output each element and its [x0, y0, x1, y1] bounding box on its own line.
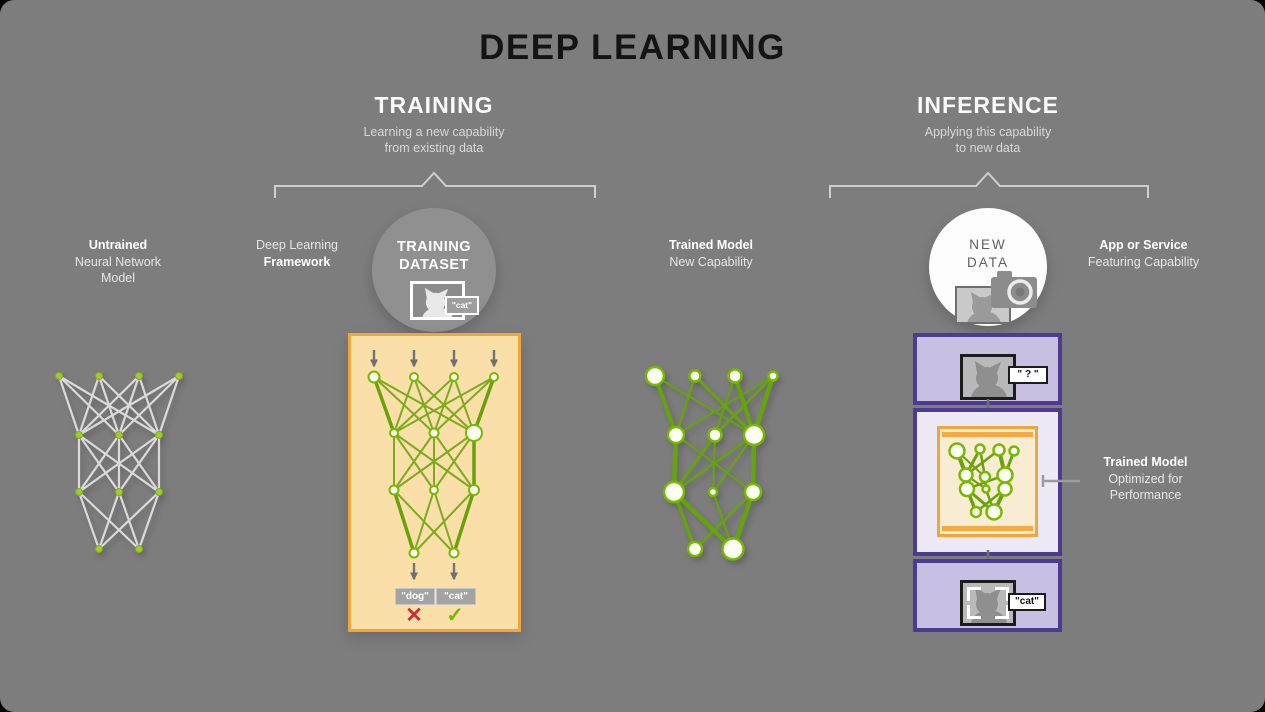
training-subtitle-line1: Learning a new capability [363, 125, 505, 139]
optimized-framework-frame [937, 426, 1038, 537]
cross-icon: ✕ [405, 604, 423, 627]
training-section-header: TRAINING Learning a new capability from … [274, 92, 594, 156]
output-cat-chip: "cat" [436, 588, 476, 605]
trained-model-label: Trained Model New Capability [626, 237, 796, 270]
optimized-model-line2: Optimized for [1108, 471, 1183, 486]
training-dataset-circle: TRAINING DATASET "cat" [372, 208, 496, 332]
check-icon: ✓ [446, 604, 464, 627]
dataset-sample-tag: "cat" [445, 296, 479, 315]
optimized-model-line1: Trained Model [1103, 455, 1188, 469]
inference-section-header: INFERENCE Applying this capability to ne… [828, 92, 1148, 156]
training-network-graphic [367, 350, 499, 581]
inference-input-box: " ? " [913, 333, 1062, 405]
optimized-network-graphic [948, 442, 1020, 521]
result-cat-tag: "cat" [1008, 593, 1046, 611]
framework-box: "dog" "cat" ✕ ✓ [348, 333, 521, 632]
inference-subtitle-line1: Applying this capability [924, 125, 1052, 139]
framework-label: Deep Learning Framework [212, 237, 382, 270]
cat-silhouette-icon [963, 357, 1013, 397]
untrained-model-line2: Neural Network [74, 254, 162, 269]
training-bracket [274, 171, 596, 198]
inference-bracket [829, 171, 1149, 198]
new-data-circle: NEW DATA [929, 208, 1047, 326]
untrained-model-line3: Model [100, 271, 136, 285]
inference-subtitle-line2: to new data [955, 141, 1021, 155]
camera-icon [991, 271, 1037, 308]
trained-model-line1: Trained Model [668, 238, 754, 252]
inference-heading: INFERENCE [917, 92, 1059, 118]
inference-output-box: "cat" [913, 559, 1062, 632]
training-dataset-line2: DATASET [399, 257, 469, 273]
cat-photo-icon [960, 354, 1016, 400]
frame-top-bar [942, 432, 1033, 437]
optimized-model-label: Trained Model Optimized for Performance [1058, 454, 1233, 504]
new-data-line1: NEW [969, 237, 1007, 252]
frame-bottom-bar [942, 526, 1033, 531]
untrained-model-line1: Untrained [88, 238, 148, 252]
output-dog-chip: "dog" [395, 588, 435, 605]
app-service-line2: Featuring Capability [1087, 254, 1200, 269]
focus-corner-icon [967, 605, 981, 619]
cat-photo-focus-icon [960, 580, 1016, 626]
app-service-line1: App or Service [1099, 238, 1188, 252]
cat-silhouette-icon [967, 292, 1001, 322]
framework-line2: Framework [263, 254, 331, 269]
training-dataset-line1: TRAINING [396, 239, 472, 255]
trained-network-graphic [644, 365, 779, 561]
training-subtitle-line2: from existing data [384, 141, 484, 155]
optimized-callout-tick [1041, 475, 1080, 487]
trained-model-line2: New Capability [669, 254, 753, 269]
unknown-tag: " ? " [1008, 366, 1048, 384]
focus-corner-icon [967, 587, 981, 601]
inference-model-box [913, 408, 1062, 556]
app-service-label: App or Service Featuring Capability [1056, 237, 1231, 270]
optimized-model-line3: Performance [1109, 488, 1182, 502]
training-heading: TRAINING [374, 92, 494, 118]
framework-line1: Deep Learning [255, 238, 338, 252]
page-title: DEEP LEARNING [479, 28, 786, 67]
untrained-model-label: Untrained Neural Network Model [33, 237, 203, 287]
new-data-line2: DATA [966, 255, 1009, 270]
focus-corner-icon [995, 605, 1009, 619]
untrained-network-graphic [55, 372, 183, 553]
focus-corner-icon [995, 587, 1009, 601]
